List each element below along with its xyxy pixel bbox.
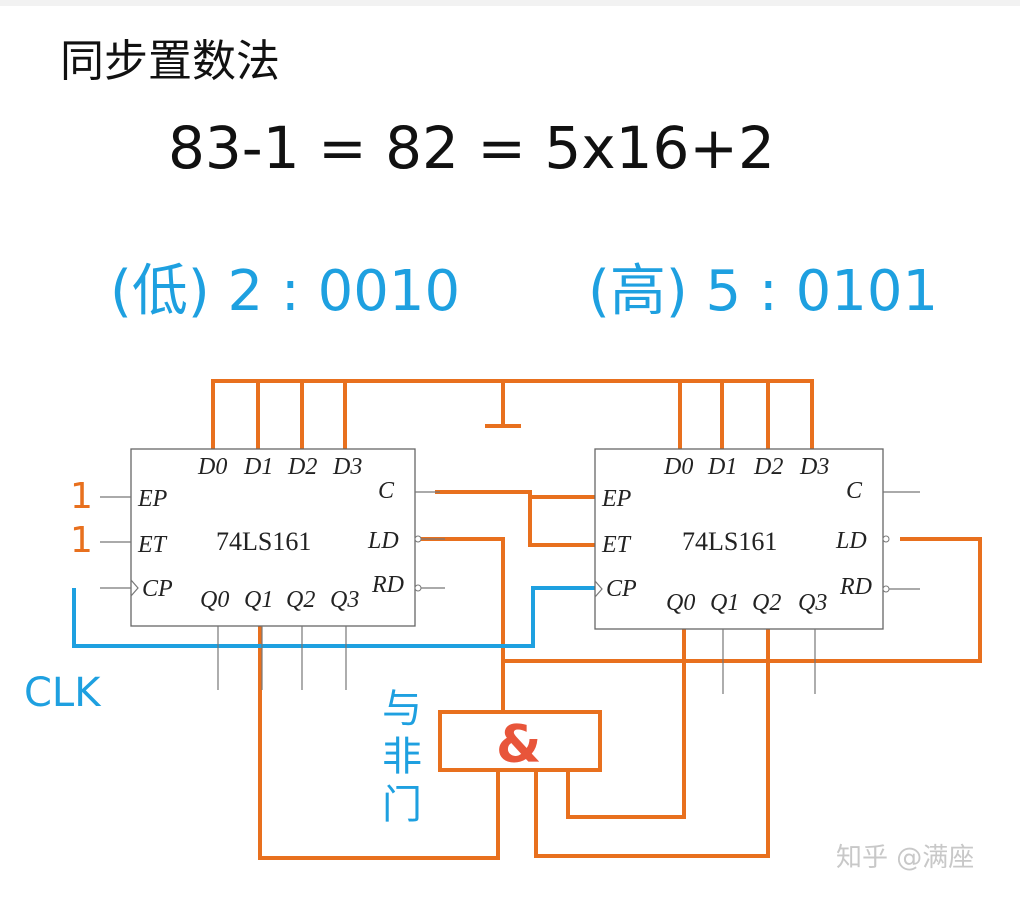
chip-right-c: C [846, 478, 863, 504]
chip-left-d1: D1 [243, 454, 273, 480]
chip-left-cp: CP [142, 576, 173, 602]
chip-left-c: C [378, 478, 395, 504]
chip-left-ld-bubble [414, 535, 422, 543]
chip-right-q3: Q3 [798, 590, 827, 616]
q1-left-wire [258, 626, 500, 860]
left-data-lines [211, 379, 347, 451]
chip-left-rd: RD [371, 572, 404, 598]
chip-right-body [594, 448, 884, 630]
left-ld-wire [418, 537, 505, 714]
chip-right-rd-bubble [882, 585, 890, 593]
orange-wires [211, 379, 982, 860]
low-digit-note: (低) 2 : 0010 [110, 259, 460, 324]
gate-label: 与 非 门 [382, 686, 422, 828]
chip-left: D0 D1 D2 D3 EP ET CP C LD RD Q0 Q1 Q2 Q3… [100, 448, 445, 690]
nand-gate-box [438, 710, 602, 772]
chip-left-d3: D3 [332, 454, 362, 480]
chip-right-cp: CP [606, 576, 637, 602]
ground-symbol [485, 379, 521, 428]
clock-wires [72, 586, 596, 648]
top-strip [0, 0, 1020, 6]
equation: 83-1 = 82 = 5x16+2 [168, 114, 775, 182]
chip-left-pins [100, 491, 445, 690]
chip-right-d3: D3 [799, 454, 829, 480]
chip-right-ld-bubble [882, 535, 890, 543]
gate-label-line-2: 非 [382, 734, 422, 780]
chip-right-ld: LD [835, 528, 867, 554]
chip-right-q0: Q0 [666, 590, 695, 616]
carry-link [435, 490, 598, 547]
chip-right-q2: Q2 [752, 590, 781, 616]
chip-right-d0: D0 [663, 454, 693, 480]
chip-right-name: 74LS161 [682, 527, 777, 556]
chip-right: D0 D1 D2 D3 EP ET CP C LD RD Q0 Q1 Q2 Q3… [594, 448, 920, 694]
chip-left-rd-bubble [414, 584, 422, 592]
chip-left-ep: EP [137, 486, 168, 512]
chip-right-et: ET [601, 532, 632, 558]
gate-label-line-3: 门 [382, 782, 422, 828]
chip-left-body [130, 448, 416, 627]
chip-left-q0: Q0 [200, 587, 229, 613]
gate-label-line-1: 与 [382, 686, 422, 732]
chip-right-rd: RD [839, 574, 872, 600]
right-ld-wire [501, 537, 982, 663]
q2-right-wire [534, 628, 770, 858]
chip-left-q3: Q3 [330, 587, 359, 613]
chip-right-q1: Q1 [710, 590, 739, 616]
chip-left-et: ET [137, 532, 168, 558]
clk-label: CLK [24, 670, 102, 716]
nand-gate-symbol: & [496, 715, 541, 775]
chip-right-d2: D2 [753, 454, 783, 480]
right-data-lines [678, 379, 814, 451]
chip-left-name: 74LS161 [216, 527, 311, 556]
clk-line [72, 586, 596, 648]
watermark: 知乎 @满座 [836, 843, 974, 873]
et-mark: 1 [70, 520, 93, 561]
chip-left-q1: Q1 [244, 587, 273, 613]
chip-left-ld: LD [367, 528, 399, 554]
chip-left-q2: Q2 [286, 587, 315, 613]
ep-mark: 1 [70, 476, 93, 517]
high-digit-note: (高) 5 : 0101 [588, 259, 938, 324]
chip-right-ep: EP [601, 486, 632, 512]
method-title: 同步置数法 [60, 36, 280, 87]
chip-right-d1: D1 [707, 454, 737, 480]
chip-left-d2: D2 [287, 454, 317, 480]
q0-right-wire [566, 628, 686, 819]
chip-left-d0: D0 [197, 454, 227, 480]
